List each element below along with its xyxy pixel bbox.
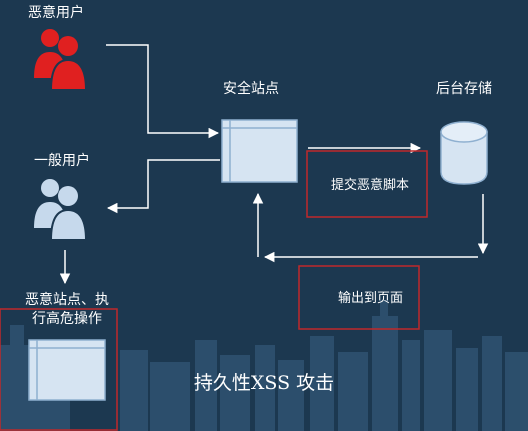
normal-user-label: 一般用户 — [34, 153, 90, 169]
secure-site-window-icon — [221, 119, 298, 183]
output-page-highlight — [298, 265, 420, 330]
submit-script-highlight — [306, 150, 428, 218]
backend-storage-database-icon — [440, 121, 488, 185]
arrow-malicious-to-site — [106, 44, 220, 139]
backend-storage-label: 后台存储 — [436, 81, 492, 97]
malicious-site-highlight — [0, 308, 118, 431]
output-to-page-label: 输出到页面 — [338, 291, 404, 306]
malicious-site-label: 恶意站点、执 行高危操作 — [25, 292, 109, 327]
malicious-user-icon — [34, 29, 88, 91]
secure-site-label: 安全站点 — [223, 81, 279, 97]
diagram-caption: 持久性XSS 攻击 — [193, 372, 335, 394]
submit-script-label: 提交恶意脚本 — [331, 178, 410, 193]
normal-user-icon — [34, 179, 88, 241]
malicious-site-window-icon — [28, 339, 106, 401]
malicious-user-label: 恶意用户 — [28, 5, 84, 21]
arrow-site-to-normal — [106, 159, 220, 214]
